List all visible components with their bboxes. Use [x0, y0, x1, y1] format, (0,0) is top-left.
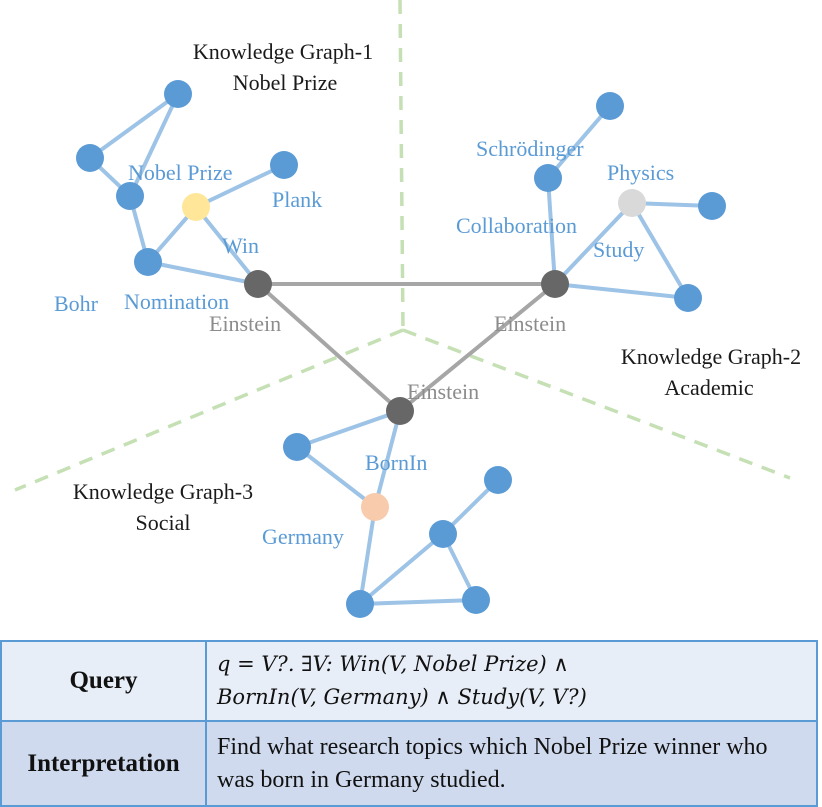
query-formula-line2: BornIn(V, Germany) ∧ Study(V, V?)	[217, 685, 587, 709]
kg2-title-line1: Knowledge Graph-2	[621, 344, 801, 369]
node-einstein-kg2	[541, 270, 569, 298]
query-formula: q = V?. ∃V: Win(V, Nobel Prize) ∧ BornIn…	[205, 640, 818, 722]
label-einstein-kg1: Einstein	[209, 311, 281, 336]
kg3-title-line1: Knowledge Graph-3	[73, 479, 253, 504]
graph-separators	[14, 0, 791, 492]
edge-einstein-kg2-kg3	[398, 282, 557, 413]
node-schrodinger	[534, 164, 562, 192]
label-plank: Plank	[272, 187, 322, 212]
query-row: Query q = V?. ∃V: Win(V, Nobel Prize) ∧ …	[0, 640, 818, 722]
node	[346, 590, 374, 618]
label-bohr: Bohr	[54, 291, 99, 316]
edge-einstein-kg1-kg3	[256, 282, 402, 413]
separator-vertical	[398, 0, 405, 331]
label-bornin: BornIn	[365, 450, 427, 475]
label-germany: Germany	[262, 524, 344, 549]
label-nobel-prize: Nobel Prize	[128, 160, 232, 185]
node	[429, 520, 457, 548]
label-study: Study	[593, 237, 644, 262]
node	[698, 192, 726, 220]
kg1-title-line2: Nobel Prize	[233, 70, 337, 95]
label-nomination: Nomination	[124, 289, 229, 314]
node	[116, 182, 144, 210]
interpretation-row: Interpretation Find what research topics…	[0, 720, 818, 807]
knowledge-graph-diagram: Knowledge Graph-1 Nobel Prize Knowledge …	[14, 0, 801, 618]
kg3-title-line2: Social	[136, 510, 191, 535]
query-formula-line1: q = V?. ∃V: Win(V, Nobel Prize) ∧	[217, 652, 569, 676]
query-label: Query	[0, 640, 207, 722]
node-nobel-prize	[182, 193, 210, 221]
node	[462, 586, 490, 614]
separator-left	[14, 328, 404, 492]
separator-right	[402, 328, 791, 480]
interpretation-label: Interpretation	[0, 720, 207, 807]
kg2-title-line2: Academic	[664, 375, 753, 400]
anchor-edges	[256, 282, 557, 413]
label-collaboration: Collaboration	[456, 213, 577, 238]
interpretation-text: Find what research topics which Nobel Pr…	[205, 720, 818, 807]
query-table: Query q = V?. ∃V: Win(V, Nobel Prize) ∧ …	[0, 640, 818, 807]
label-win: Win	[222, 233, 259, 258]
entity-nodes	[76, 80, 726, 618]
label-physics: Physics	[607, 160, 674, 185]
label-schrodinger: Schrödinger	[476, 136, 584, 161]
node-physics	[618, 189, 646, 217]
node	[283, 433, 311, 461]
node	[76, 144, 104, 172]
kg1-title-line1: Knowledge Graph-1	[193, 39, 373, 64]
node-germany	[361, 493, 389, 521]
label-einstein-kg3: Einstein	[407, 379, 479, 404]
node-einstein-kg1	[244, 270, 272, 298]
node-schrodinger-top	[596, 92, 624, 120]
node-bohr	[134, 248, 162, 276]
node	[674, 284, 702, 312]
label-einstein-kg2: Einstein	[494, 311, 566, 336]
node-plank	[270, 151, 298, 179]
node	[164, 80, 192, 108]
node	[484, 466, 512, 494]
node-einstein-kg3	[386, 397, 414, 425]
